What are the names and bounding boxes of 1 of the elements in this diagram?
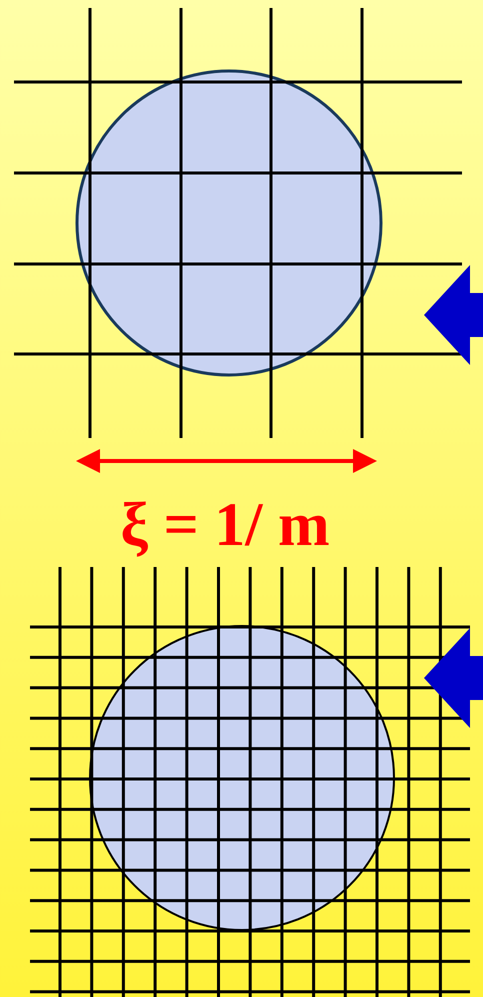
formula-label: ξ = 1/ m <box>119 490 331 561</box>
